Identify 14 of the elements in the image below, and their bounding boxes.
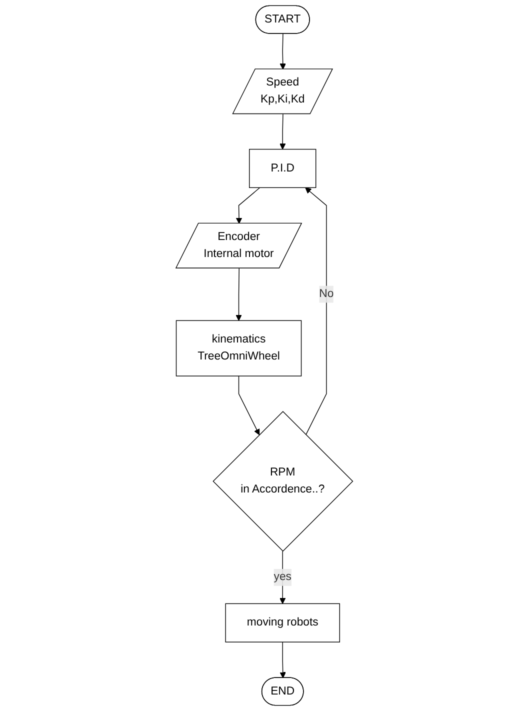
arrow <box>238 376 260 436</box>
arrow <box>280 550 286 604</box>
arrow <box>236 187 260 224</box>
node-box: P.I.D <box>249 148 316 188</box>
edge-label: yes <box>274 570 292 584</box>
node-diamond: RPM in Accordence..? <box>212 411 354 552</box>
arrow <box>305 187 327 436</box>
arrow <box>280 114 286 150</box>
arrow <box>280 33 286 70</box>
edge-label: No <box>319 288 334 300</box>
arrow <box>280 642 286 678</box>
node-box: kinematics TreeOmniWheel <box>176 320 302 376</box>
node-box: moving robots <box>225 603 340 642</box>
arrow <box>236 268 242 321</box>
